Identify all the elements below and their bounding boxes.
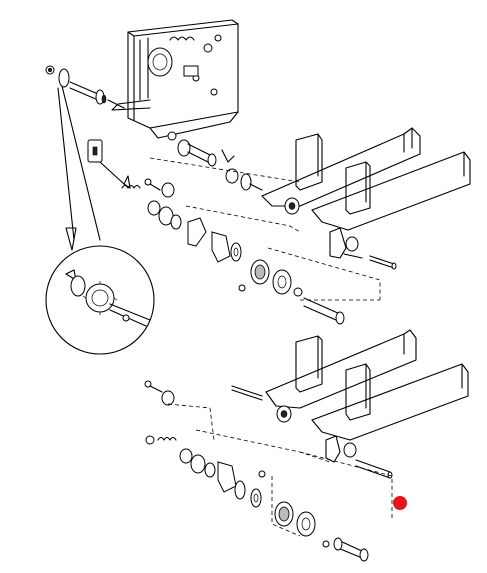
top-shaft-assembly [45, 65, 125, 109]
mid-shaft-parts [167, 131, 263, 191]
lower-guide-lines [167, 403, 393, 537]
upper-guide-lines [149, 157, 381, 301]
upper-frame-assembly [111, 19, 239, 139]
highlight-marker[interactable] [393, 496, 407, 510]
upper-beam-assembly [261, 127, 471, 270]
lower-sprocket-set [144, 380, 369, 562]
upper-sprocket-set [87, 139, 345, 325]
detail-inset [45, 85, 155, 355]
lower-beam-assembly [231, 329, 469, 479]
